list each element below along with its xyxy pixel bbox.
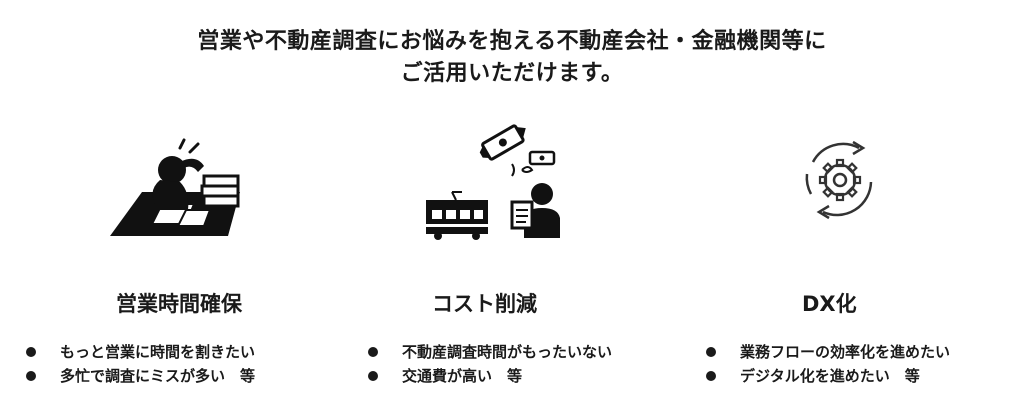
column-title: 営業時間確保 [116,292,242,316]
headline-line-2: ご活用いただけます。 [400,61,624,86]
overworked-person-icon [100,118,250,253]
bullet-list: 不動産調査時間がもったいない 交通費が高い 等 [362,340,612,388]
headline-line-1: 営業や不動産調査にお悩みを抱える不動産会社・金融機関等に [197,29,827,54]
headline: 営業や不動産調査にお悩みを抱える不動産会社・金融機関等に ご活用いただけます。 [0,26,1024,90]
column-cost-reduction: コスト削減 不動産調査時間がもったいない 交通費が高い 等 [362,118,682,408]
column-dx: DX化 業務フローの効率化を進めたい デジタル化を進めたい 等 [700,118,1020,408]
bullet-dot [706,347,716,357]
list-item: 不動産調査時間がもったいない [362,340,612,364]
list-item: 交通費が高い 等 [362,364,612,388]
list-item: もっと営業に時間を割きたい [20,340,255,364]
bullet-dot [26,347,36,357]
column-title: DX化 [802,292,857,316]
bullet-dot [706,371,716,381]
column-title: コスト削減 [432,292,537,316]
column-sales-time: 営業時間確保 もっと営業に時間を割きたい 多忙で調査にミスが多い 等 [20,118,320,408]
list-item: 多忙で調査にミスが多い 等 [20,364,255,388]
gear-cycle-icon [795,118,885,253]
bullet-list: 業務フローの効率化を進めたい デジタル化を進めたい 等 [700,340,950,388]
cost-train-money-icon [412,118,582,253]
bullet-dot [368,371,378,381]
list-item: 業務フローの効率化を進めたい [700,340,950,364]
bullet-dot [26,371,36,381]
bullet-dot [368,347,378,357]
list-item: デジタル化を進めたい 等 [700,364,950,388]
bullet-list: もっと営業に時間を割きたい 多忙で調査にミスが多い 等 [20,340,255,388]
